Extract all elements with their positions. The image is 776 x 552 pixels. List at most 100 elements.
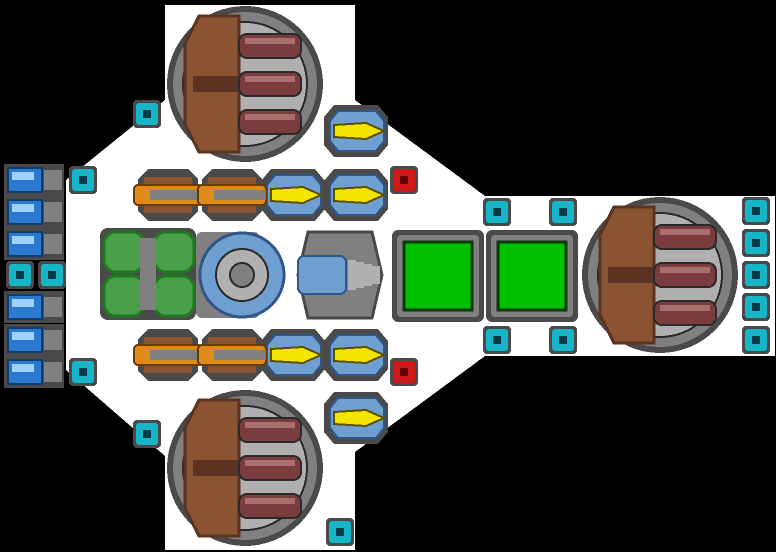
reactor-hub <box>229 262 255 288</box>
node-center <box>752 303 760 311</box>
node-center <box>400 176 408 184</box>
node-center <box>559 336 567 344</box>
turret-barrel <box>238 109 302 135</box>
thruster-glow <box>12 236 34 244</box>
drill-head[interactable] <box>296 230 384 320</box>
missile <box>333 345 387 365</box>
drill-bit <box>372 266 380 284</box>
sensor-node[interactable] <box>38 261 66 289</box>
cargo-bay-right[interactable] <box>486 230 578 322</box>
thruster-glow <box>12 172 34 180</box>
tank-cylinder <box>152 230 196 274</box>
thruster-mount <box>44 330 62 350</box>
node-center <box>493 208 501 216</box>
barrel-highlight <box>660 305 710 311</box>
node-center <box>752 336 760 344</box>
bay-floor <box>402 240 474 312</box>
thruster-glow <box>12 332 34 340</box>
missile <box>333 408 387 428</box>
sensor-node[interactable] <box>133 420 161 448</box>
mount-gun[interactable] <box>133 329 203 381</box>
gun-barrel <box>150 350 202 360</box>
thruster-2[interactable] <box>4 196 64 228</box>
sensor-node[interactable] <box>483 326 511 354</box>
thruster-mount <box>44 234 62 254</box>
missile-pod-a[interactable] <box>324 105 388 157</box>
red-alert-node[interactable] <box>390 166 418 194</box>
turret-breech <box>193 76 239 92</box>
node-center <box>79 368 87 376</box>
fuel-tank[interactable] <box>100 228 196 320</box>
turret-breech <box>193 460 239 476</box>
turret-barrel <box>653 262 717 288</box>
missile-pod-f[interactable] <box>324 392 388 444</box>
red-alert-node[interactable] <box>390 358 418 386</box>
drill-bit <box>364 264 372 286</box>
drill-bit <box>348 260 356 290</box>
turret-barrel <box>653 224 717 250</box>
sensor-node[interactable] <box>742 197 770 225</box>
gun-barrel <box>150 190 202 200</box>
tank-coupler <box>140 238 156 310</box>
thruster-mount <box>44 362 62 382</box>
mount-gun[interactable] <box>197 329 267 381</box>
sensor-node[interactable] <box>742 293 770 321</box>
thruster-glow <box>12 364 34 372</box>
ship-parts <box>4 6 770 546</box>
heavy-turret-bottom[interactable] <box>167 390 323 546</box>
barrel-highlight <box>245 114 295 120</box>
cargo-bay-left[interactable] <box>392 230 484 322</box>
thruster-glow <box>12 204 34 212</box>
sensor-node[interactable] <box>742 326 770 354</box>
tank-cylinder <box>102 230 146 274</box>
thruster-6[interactable] <box>4 356 64 388</box>
sensor-node[interactable] <box>483 198 511 226</box>
missile-pod-d[interactable] <box>261 329 325 381</box>
barrel-highlight <box>245 422 295 428</box>
drill-motor <box>297 255 347 295</box>
sensor-node[interactable] <box>69 358 97 386</box>
sensor-node[interactable] <box>549 326 577 354</box>
barrel-highlight <box>245 38 295 44</box>
missile <box>333 185 387 205</box>
sensor-node[interactable] <box>326 518 354 546</box>
barrel-highlight <box>660 229 710 235</box>
thruster-4[interactable] <box>4 291 64 323</box>
missile-pod-e[interactable] <box>324 329 388 381</box>
sensor-node[interactable] <box>742 261 770 289</box>
sensor-node[interactable] <box>6 261 34 289</box>
sensor-node[interactable] <box>549 198 577 226</box>
mount-gun[interactable] <box>197 169 267 221</box>
thruster-5[interactable] <box>4 324 64 356</box>
node-center <box>79 176 87 184</box>
sensor-node[interactable] <box>69 166 97 194</box>
turret-breech <box>608 267 654 283</box>
thruster-glow <box>12 299 34 307</box>
heavy-turret-top[interactable] <box>167 6 323 162</box>
mount-gun[interactable] <box>133 169 203 221</box>
node-center <box>752 207 760 215</box>
node-center <box>336 528 344 536</box>
missile <box>333 121 387 141</box>
turret-barrel <box>238 71 302 97</box>
missile-pod-b[interactable] <box>261 169 325 221</box>
bay-floor <box>496 240 568 312</box>
reactor-core[interactable] <box>196 231 286 319</box>
missile-pod-c[interactable] <box>324 169 388 221</box>
node-center <box>752 271 760 279</box>
thruster-1[interactable] <box>4 164 64 196</box>
gun-barrel <box>214 350 266 360</box>
thruster-3[interactable] <box>4 228 64 260</box>
sensor-node[interactable] <box>742 229 770 257</box>
turret-barrel <box>238 417 302 443</box>
thruster-mount <box>44 202 62 222</box>
turret-barrel <box>238 455 302 481</box>
thruster-mount <box>44 297 62 317</box>
tank-cylinder <box>102 274 146 318</box>
missile <box>270 345 324 365</box>
turret-barrel <box>653 300 717 326</box>
turret-barrel <box>238 33 302 59</box>
sensor-node[interactable] <box>133 100 161 128</box>
node-center <box>752 239 760 247</box>
heavy-turret-right[interactable] <box>582 197 738 353</box>
